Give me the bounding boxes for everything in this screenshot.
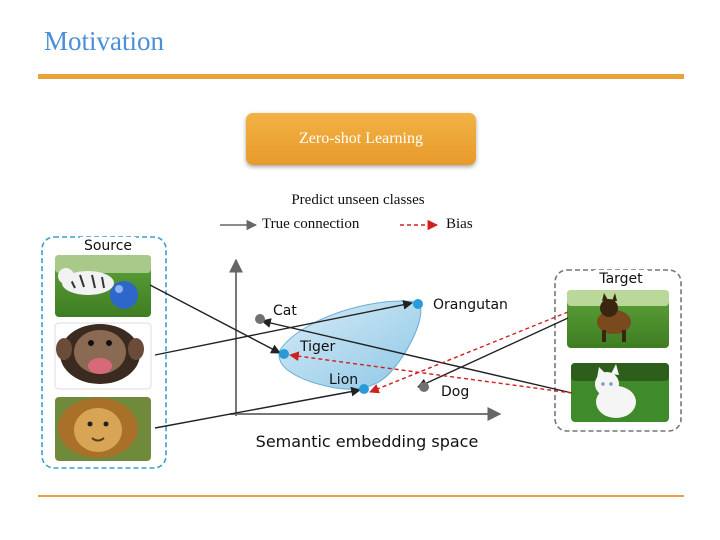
tiger-to-tiger-connection <box>149 284 281 354</box>
cat-point <box>255 314 265 324</box>
slide-title: Motivation <box>44 26 164 56</box>
title-underline <box>38 74 684 79</box>
dog-to-dog-connection <box>417 317 569 388</box>
legend-bias-label: Bias <box>446 216 473 232</box>
lion-to-lion-connection <box>154 386 361 429</box>
tiger-point <box>279 349 289 359</box>
dog-point <box>419 382 429 392</box>
orangutan-point <box>413 299 423 309</box>
subtitle: Predict unseen classes <box>291 192 425 208</box>
dog-point-label: Dog <box>441 384 469 400</box>
lion-point <box>359 384 369 394</box>
dog-bias-connection <box>369 311 569 394</box>
source-label: Source <box>84 238 132 254</box>
cat-point-label: Cat <box>273 303 297 319</box>
cat-to-cat-connection <box>261 318 573 394</box>
tiger-point-label: Tiger <box>299 339 336 355</box>
chimp-to-orangutan-connection <box>154 299 413 356</box>
footer-rule <box>38 495 684 497</box>
legend-true-label: True connection <box>262 216 360 232</box>
embedding-axis-label: Semantic embedding space <box>256 432 479 451</box>
lion-point-label: Lion <box>329 372 358 388</box>
dog-image <box>567 290 669 348</box>
target-label: Target <box>598 271 643 287</box>
cat-bias-connection <box>289 351 573 394</box>
lion-image <box>55 397 151 461</box>
white-tiger-image <box>55 255 151 317</box>
zero-shot-learning-button[interactable]: Zero-shot Learning <box>246 113 476 165</box>
orangutan-point-label: Orangutan <box>433 297 508 313</box>
chimpanzee-image <box>54 322 152 390</box>
cat-image <box>571 363 669 422</box>
